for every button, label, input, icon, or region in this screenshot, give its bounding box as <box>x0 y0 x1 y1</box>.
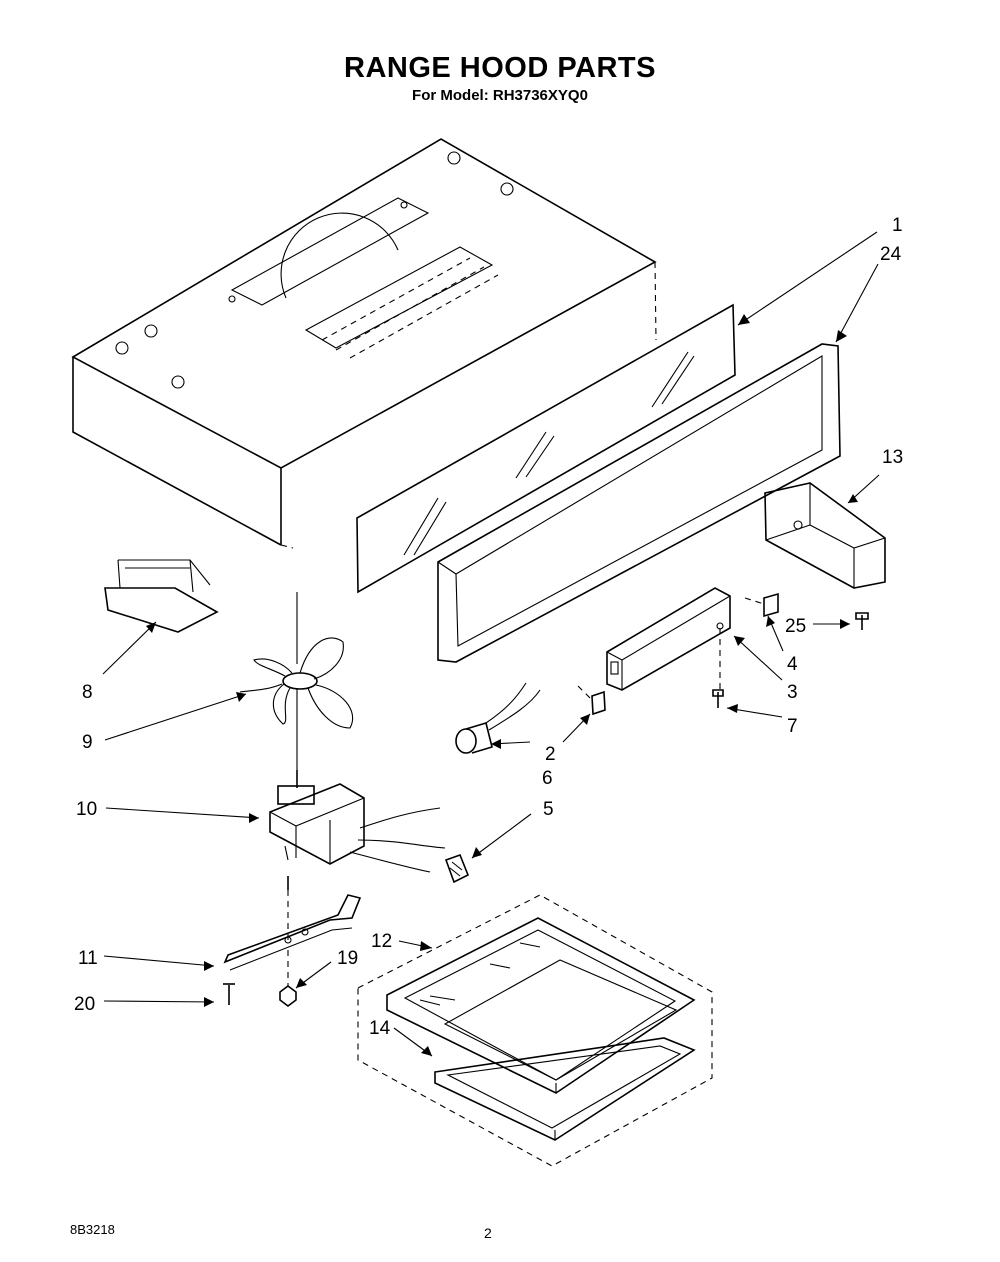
callout-8: 8 <box>82 682 93 703</box>
damper <box>104 559 219 633</box>
callout-6: 6 <box>542 768 553 789</box>
callout-14: 14 <box>369 1018 391 1039</box>
switch-4 <box>744 592 779 618</box>
model-subtitle: For Model: RH3736XYQ0 <box>412 87 588 104</box>
callout-11: 11 <box>78 948 98 969</box>
callout-7: 7 <box>787 716 798 737</box>
nut-19 <box>279 950 297 1007</box>
fan-blade <box>239 592 354 770</box>
arrowheads <box>146 314 858 1056</box>
callout-4: 4 <box>787 654 798 675</box>
screw-7 <box>712 689 724 708</box>
callout-19: 19 <box>337 948 358 969</box>
callout-20: 20 <box>74 994 95 1015</box>
screw-20 <box>223 983 235 1005</box>
fan-motor <box>269 770 446 873</box>
lamp-socket <box>455 682 541 754</box>
screw-25 <box>855 612 869 630</box>
glass-panel <box>356 303 736 594</box>
hood-housing <box>71 138 657 549</box>
callout-13: 13 <box>882 447 903 468</box>
callout-2: 2 <box>545 744 556 765</box>
switch-2 <box>577 685 606 716</box>
charcoal-filter-14 <box>434 1037 696 1141</box>
callout-12: 12 <box>371 931 392 952</box>
terminal-block <box>444 853 470 884</box>
glass-frame <box>437 343 841 663</box>
callout-1: 1 <box>892 215 903 236</box>
grease-filter-12 <box>386 917 696 1094</box>
light-housing <box>606 587 731 691</box>
page-number: 2 <box>484 1225 492 1241</box>
callout-24: 24 <box>880 244 902 265</box>
document-code: 8B3218 <box>70 1222 115 1237</box>
callout-9: 9 <box>82 732 93 753</box>
callout-5: 5 <box>543 799 554 820</box>
callout-3: 3 <box>787 682 798 703</box>
filter-group-outline <box>357 894 713 1167</box>
callout-10: 10 <box>76 799 97 820</box>
page-title: RANGE HOOD PARTS <box>344 52 656 84</box>
callout-25: 25 <box>785 616 806 637</box>
trim-bracket <box>764 482 886 589</box>
motor-mount-bracket <box>223 894 362 971</box>
